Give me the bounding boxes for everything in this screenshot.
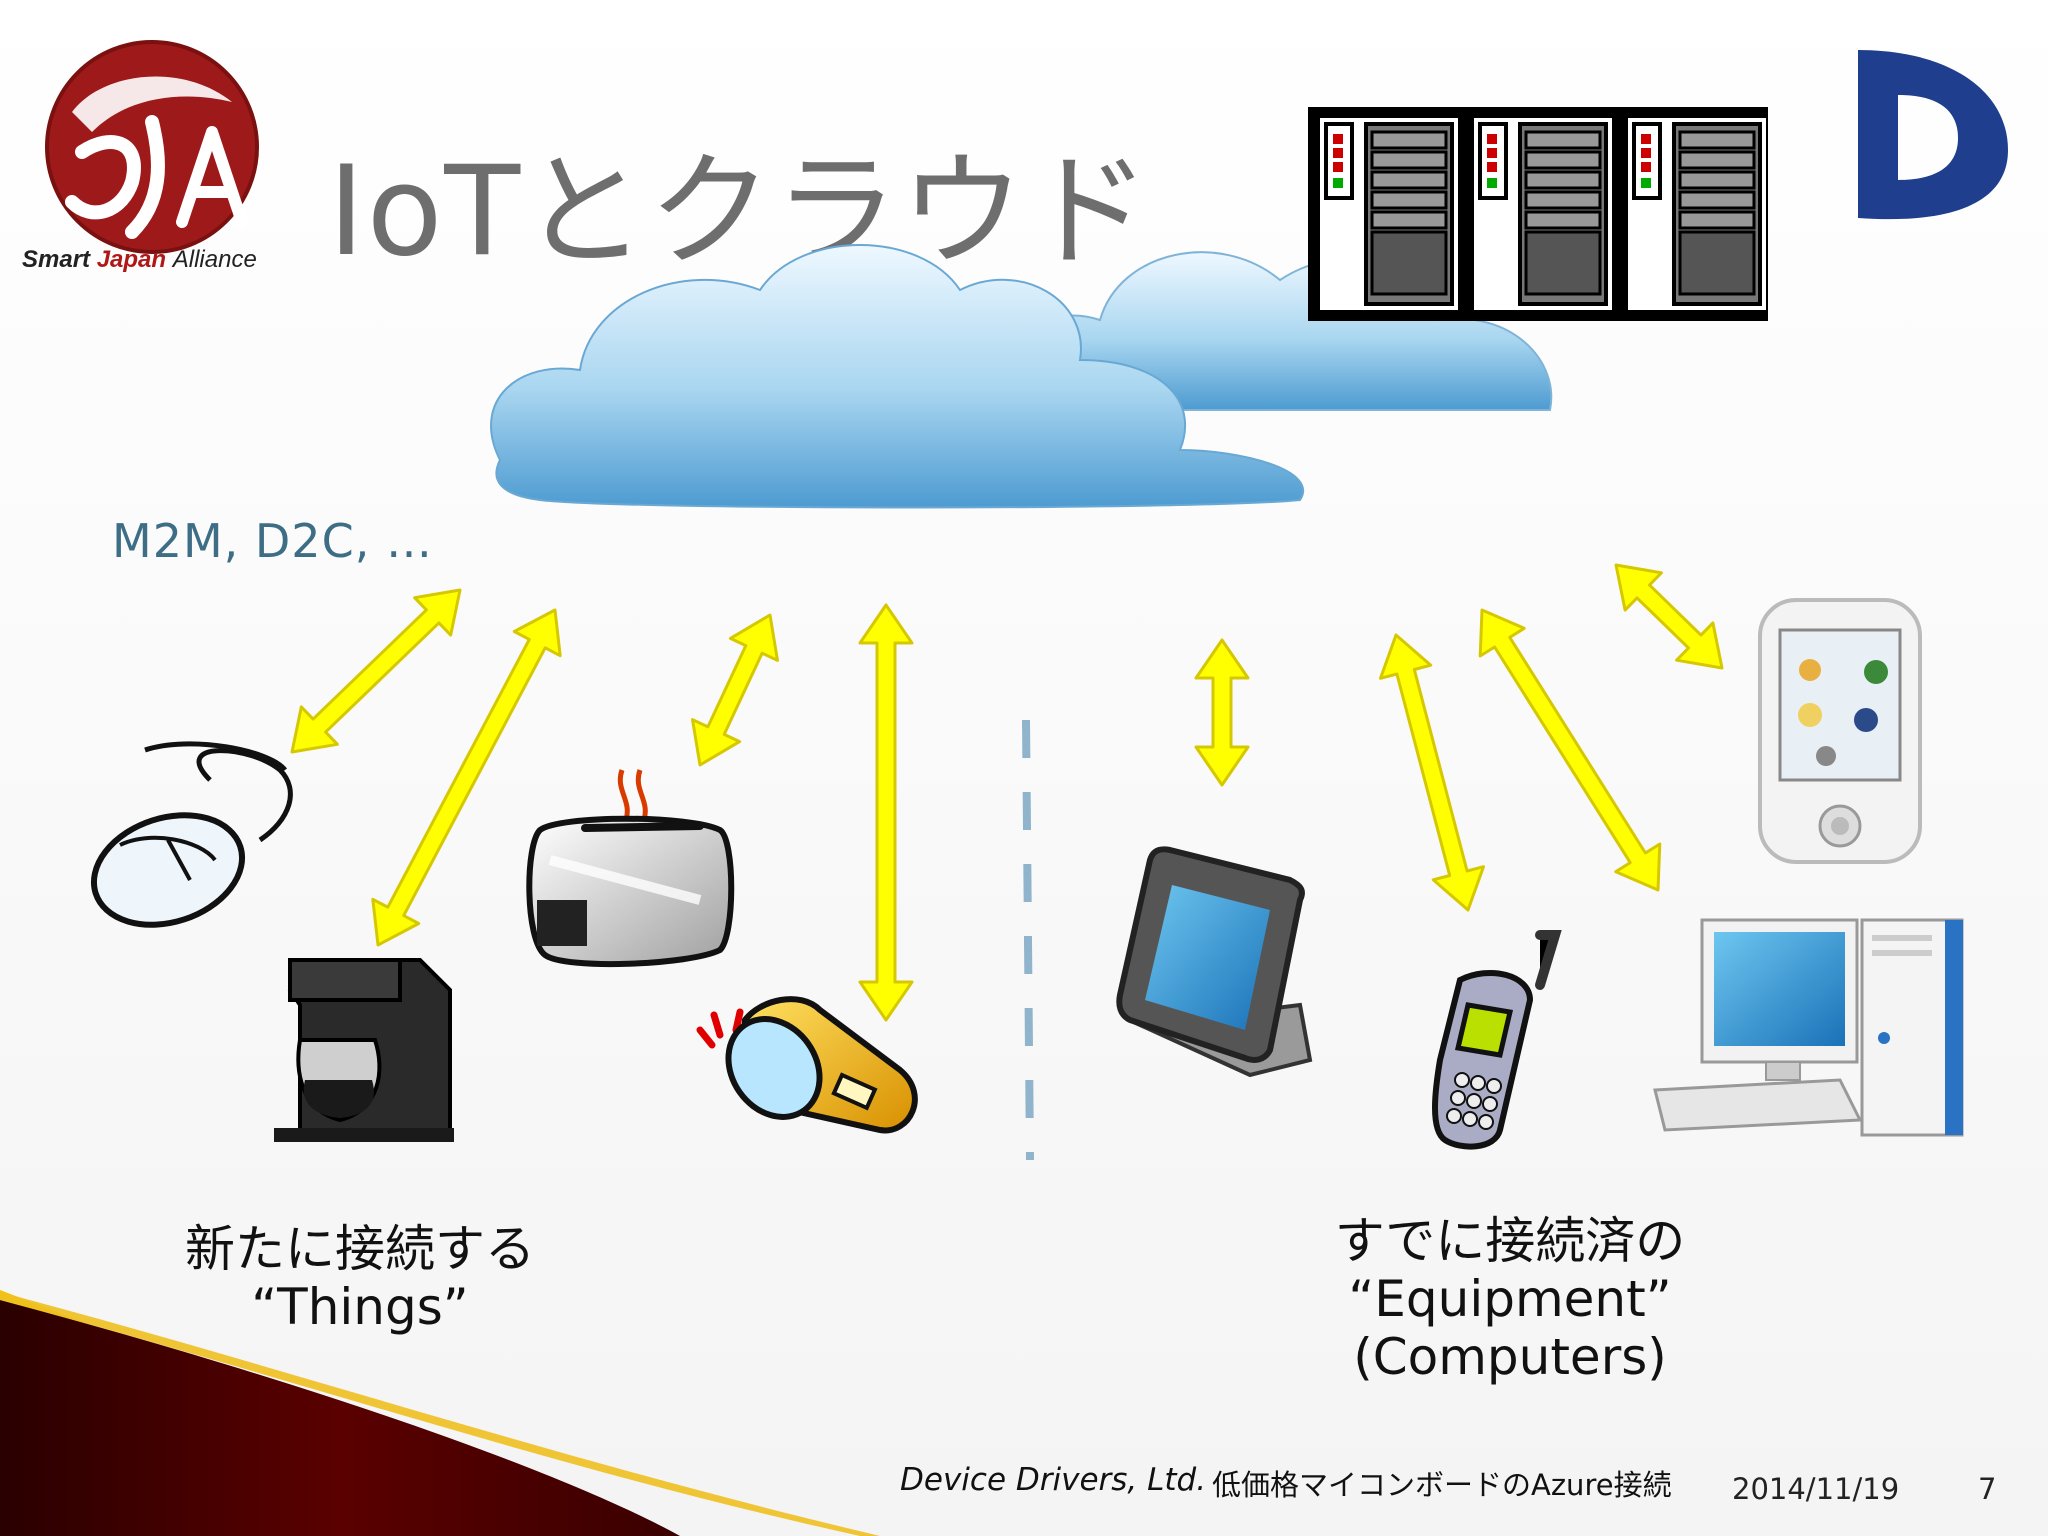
sja-word-japan: Japan: [96, 246, 167, 273]
sja-word-smart: Smart: [22, 246, 91, 273]
double-arrow-icon: [1379, 633, 1485, 912]
mouse-icon: [90, 741, 293, 928]
protocols-label: M2M, D2C, …: [112, 514, 433, 568]
cloud-icon: [490, 244, 1553, 509]
toaster-icon: [526, 769, 735, 968]
tablet-terminal-icon: [1116, 846, 1313, 1078]
corner-dark-band: [0, 1300, 680, 1536]
connection-arrows: [290, 563, 1724, 1022]
footer-date: 2014/11/19: [1732, 1472, 1900, 1506]
double-arrow-icon: [858, 603, 914, 1022]
footer-presentation-title: 低価格マイコンボードのAzure接続: [1212, 1468, 1672, 1502]
things-label-line2: “Things”: [251, 1278, 469, 1336]
device-drivers-logo: [1858, 50, 2008, 220]
equipment-label: すでに接続済の “Equipment” (Computers): [1300, 1212, 1720, 1386]
smartphone-icon: [1758, 598, 1922, 864]
sja-logo-text: Smart Japan Alliance: [22, 246, 257, 274]
sja-logo: [45, 40, 259, 254]
page-number: 7: [1978, 1472, 1997, 1506]
desktop-computer-icon: [1653, 918, 1964, 1137]
equipment-label-line2: “Equipment”: [1348, 1270, 1672, 1328]
double-arrow-icon: [1614, 563, 1724, 670]
double-arrow-icon: [691, 613, 779, 767]
coffee-maker-icon: [274, 958, 454, 1142]
things-label: 新たに接続する “Things”: [160, 1220, 560, 1336]
group-divider: [1022, 719, 1034, 1161]
double-arrow-icon: [1478, 608, 1662, 892]
mobile-phone-icon: [1432, 930, 1562, 1150]
equipment-label-line1: すでに接続済の: [1334, 1212, 1686, 1270]
server-rack-icon: [1308, 107, 1768, 321]
sja-word-alliance: Alliance: [172, 246, 257, 273]
equipment-label-line3: (Computers): [1353, 1328, 1667, 1386]
double-arrow-icon: [1194, 638, 1250, 787]
things-label-line1: 新たに接続する: [185, 1220, 535, 1278]
double-arrow-icon: [290, 588, 462, 754]
flashlight-icon: [696, 996, 918, 1134]
double-arrow-icon: [371, 608, 562, 947]
slide-title: IoTとクラウド: [328, 140, 1153, 284]
footer-company: Device Drivers, Ltd.: [900, 1462, 1207, 1498]
